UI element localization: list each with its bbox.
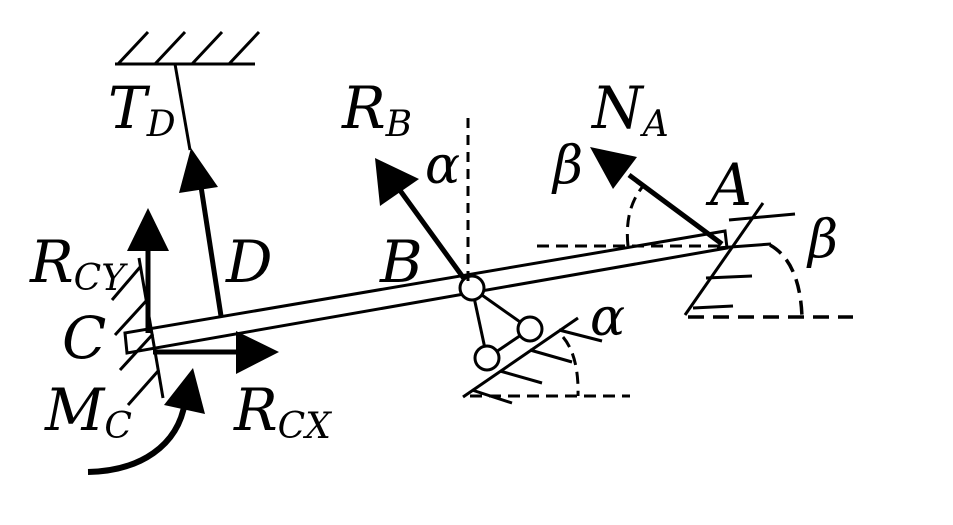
wall-support-c [110, 257, 165, 406]
label-td: TD [108, 74, 176, 145]
angle-arc-beta-right [769, 243, 804, 318]
reaction-arrowhead-rcx [236, 331, 279, 374]
moment-arrowhead-mc [164, 368, 205, 414]
ceiling-support [115, 30, 261, 66]
reaction-arrow-rb [396, 187, 468, 282]
label-alpha-bottom: α [590, 288, 625, 348]
angle-arc-beta-left [625, 184, 646, 247]
label-rcx: RCX [233, 376, 332, 447]
cable-line [173, 63, 192, 151]
incline-support-a [683, 202, 796, 316]
label-b: B [379, 228, 423, 296]
label-rb: RB [341, 74, 412, 145]
label-alpha-top: α [425, 136, 460, 196]
normal-arrow-na [627, 172, 724, 247]
pin-roller-support-b [462, 286, 603, 405]
reaction-arrowhead-rcy [127, 208, 169, 251]
angle-arc-alpha-bottom [561, 336, 580, 397]
label-mc: MC [44, 376, 132, 447]
tension-arrow-td [197, 179, 224, 317]
force-arrows [127, 147, 724, 374]
label-beta-right: β [806, 210, 838, 270]
pin-b [458, 274, 486, 302]
label-a: A [705, 151, 752, 219]
label-beta-left: β [551, 136, 583, 196]
label-na: NA [590, 74, 669, 145]
moment-arc-mc [87, 401, 188, 475]
reaction-arrowhead-rb [375, 158, 419, 206]
label-rcy: RCY [29, 228, 128, 299]
label-c: C [62, 304, 106, 372]
label-d: D [225, 228, 273, 296]
normal-arrowhead-na [590, 147, 637, 189]
tension-arrowhead-td [179, 148, 218, 193]
